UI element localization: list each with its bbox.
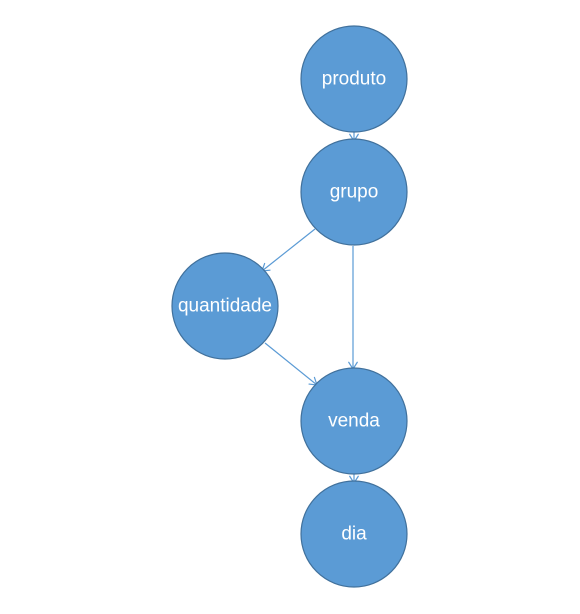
node-grupo: grupo (300, 138, 408, 246)
node-circle (300, 480, 408, 588)
node-label: venda (328, 411, 380, 432)
node-label: quantidade (178, 296, 272, 317)
node-circle (300, 138, 408, 246)
node-label: dia (341, 524, 367, 545)
node-quantidade: quantidade (171, 252, 279, 360)
edge-grupo-to-venda (348, 246, 358, 370)
node-dia: dia (300, 480, 408, 588)
node-label: produto (322, 69, 386, 90)
edge-line (261, 228, 316, 272)
edge-line (264, 342, 318, 386)
node-produto: produto (300, 25, 408, 133)
node-circle (300, 367, 408, 475)
nodes-layer: produto grupo quantidade venda dia (171, 25, 408, 588)
edge-quantidade-to-venda (264, 342, 318, 386)
node-venda: venda (300, 367, 408, 475)
edge-grupo-to-quantidade (261, 228, 316, 272)
node-label: grupo (330, 182, 379, 203)
node-circle (171, 252, 279, 360)
node-circle (300, 25, 408, 133)
